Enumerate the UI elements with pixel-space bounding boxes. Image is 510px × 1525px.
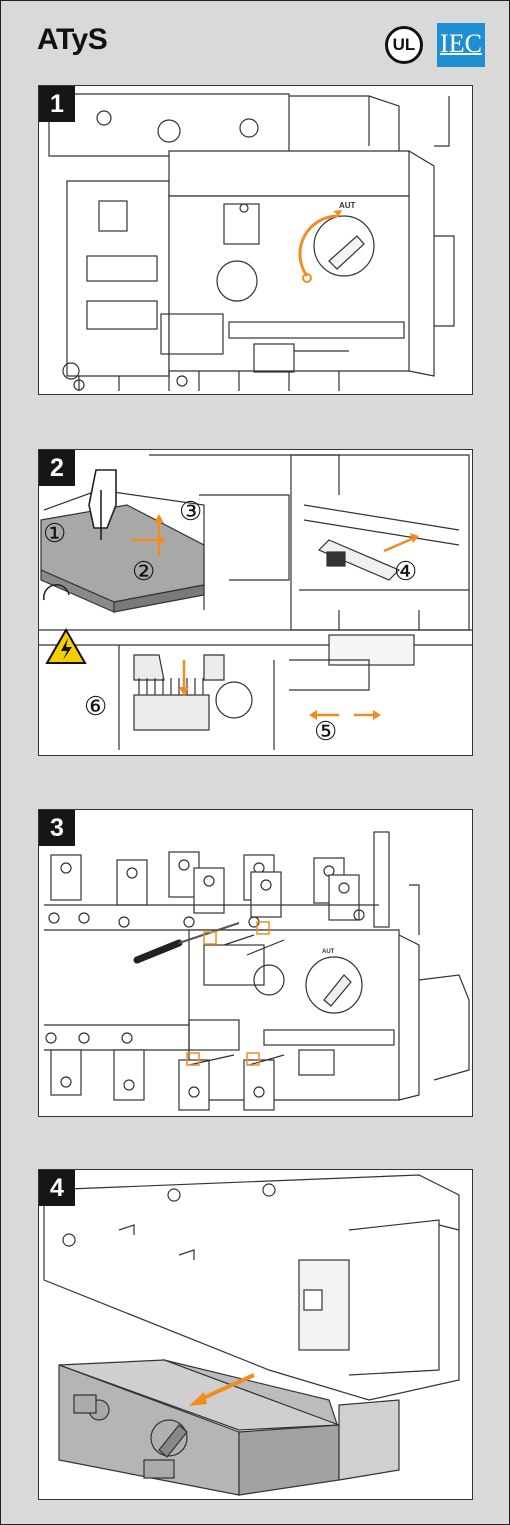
step-1-number: 1 — [39, 86, 75, 122]
callout-5: ⑤ — [314, 716, 337, 746]
header: ATyS UL IEC — [1, 1, 509, 81]
high-voltage-warning-icon — [45, 627, 87, 664]
step-4-number: 4 — [39, 1170, 75, 1206]
step-3-illustration: AUT — [44, 831, 470, 1111]
step-2-illustration: ① ② ③ ④ ⑤ ⑥ — [39, 454, 472, 750]
callout-2: ② — [132, 556, 155, 586]
step-1-illustration: AUT — [48, 93, 455, 391]
ul-certification-logo: UL — [385, 26, 423, 64]
step-2-number: 2 — [39, 450, 75, 486]
step-2-panel: 2 — [38, 449, 473, 756]
step-4-panel: 4 — [38, 1169, 473, 1500]
step-3-knob-label: AUT — [322, 949, 335, 955]
callout-3: ③ — [179, 496, 202, 526]
callout-4: ④ — [394, 556, 417, 586]
step-1-panel: 1 — [38, 85, 473, 395]
page-title: ATyS — [37, 23, 108, 56]
callout-6: ⑥ — [84, 691, 107, 721]
iec-certification-logo: IEC — [437, 23, 485, 67]
callout-1: ① — [43, 518, 66, 548]
step-4-illustration — [43, 1174, 460, 1496]
step-3-number: 3 — [39, 810, 75, 846]
step-1-knob-label: AUT — [339, 201, 356, 210]
step-3-panel: 3 — [38, 809, 473, 1117]
